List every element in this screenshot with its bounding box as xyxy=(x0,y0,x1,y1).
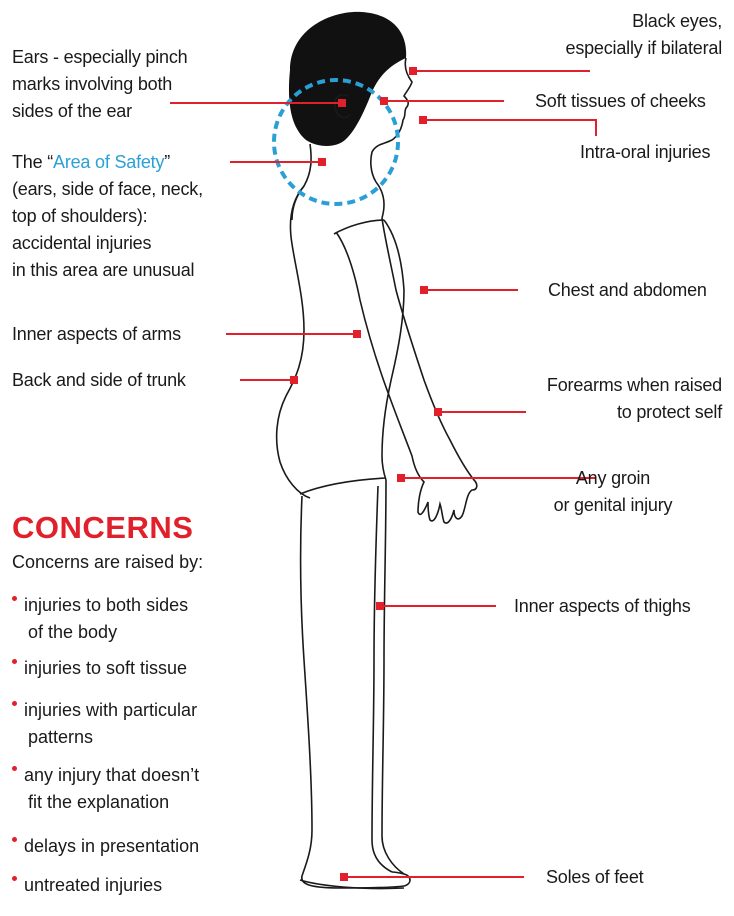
torso-front xyxy=(382,220,404,480)
label-forearms: Forearms when raised to protect self xyxy=(547,372,722,426)
label-soles: Soles of feet xyxy=(546,864,643,891)
area-of-safety-line-2: (ears, side of face, neck, xyxy=(12,176,203,203)
concern-item: injuries to both sides of the body xyxy=(12,592,188,646)
concerns-intro: Concerns are raised by: xyxy=(12,549,203,576)
concern-item-text: any injury that doesn’t xyxy=(24,765,199,785)
concerns-title: CONCERNS xyxy=(12,510,193,546)
label-thighs-line-1: Inner aspects of thighs xyxy=(514,593,691,620)
area-of-safety-suffix: ” xyxy=(164,152,170,172)
concern-item-text-cont: fit the explanation xyxy=(12,789,199,816)
hair xyxy=(289,12,406,146)
concern-item: any injury that doesn’t fit the explanat… xyxy=(12,762,199,816)
label-black-eyes-line-1: Black eyes, xyxy=(566,8,722,35)
back-leg xyxy=(301,496,340,888)
bullet-dot-icon xyxy=(12,701,17,706)
concern-item-text: delays in presentation xyxy=(24,836,199,856)
label-groin-line-1: Any groin xyxy=(530,465,696,492)
label-thighs: Inner aspects of thighs xyxy=(514,593,691,620)
marker-thighs xyxy=(376,602,384,610)
torso-back xyxy=(277,186,310,498)
area-of-safety-heading: The “Area of Safety” xyxy=(12,149,203,176)
bullet-dot-icon xyxy=(12,766,17,771)
label-intra-oral-line-1: Intra-oral injuries xyxy=(580,139,710,166)
label-back-trunk-line-1: Back and side of trunk xyxy=(12,367,186,394)
concern-item: untreated injuries xyxy=(12,872,162,899)
marker-chest xyxy=(420,286,428,294)
label-back-trunk: Back and side of trunk xyxy=(12,367,186,394)
label-groin: Any groin or genital injury xyxy=(530,465,696,519)
marker-inner-arms xyxy=(353,330,361,338)
bullet-dot-icon xyxy=(12,659,17,664)
foot xyxy=(340,872,410,888)
label-ears-line-3: sides of the ear xyxy=(12,98,187,125)
marker-intra-oral xyxy=(419,116,427,124)
concern-item-text-cont: of the body xyxy=(12,619,188,646)
label-ears: Ears - especially pinch marks involving … xyxy=(12,44,187,125)
concern-item: injuries with particular patterns xyxy=(12,697,197,751)
marker-groin xyxy=(397,474,405,482)
marker-soft-tissues xyxy=(380,97,388,105)
label-groin-line-2: or genital injury xyxy=(530,492,696,519)
bullet-dot-icon xyxy=(12,837,17,842)
pointer-intra-oral xyxy=(424,120,596,136)
marker-black-eyes xyxy=(409,67,417,75)
label-forearms-line-1: Forearms when raised xyxy=(547,372,722,399)
marker-area-of-safety xyxy=(318,158,326,166)
label-black-eyes: Black eyes, especially if bilateral xyxy=(566,8,722,62)
label-ears-line-2: marks involving both xyxy=(12,71,187,98)
label-area-of-safety: The “Area of Safety” (ears, side of face… xyxy=(12,149,203,284)
marker-back-trunk xyxy=(290,376,298,384)
label-inner-arms-line-1: Inner aspects of arms xyxy=(12,321,181,348)
concern-item-text: untreated injuries xyxy=(24,875,162,895)
area-of-safety-line-3: top of shoulders): xyxy=(12,203,203,230)
label-soles-line-1: Soles of feet xyxy=(546,864,643,891)
area-of-safety-prefix: The “ xyxy=(12,152,53,172)
area-of-safety-line-5: in this area are unusual xyxy=(12,257,203,284)
marker-ears xyxy=(338,99,346,107)
concern-item-text: injuries to soft tissue xyxy=(24,658,187,678)
bullet-dot-icon xyxy=(12,876,17,881)
area-of-safety-highlight: Area of Safety xyxy=(53,152,164,172)
arm-outline xyxy=(336,182,477,523)
concern-item: delays in presentation xyxy=(12,833,199,860)
label-soft-tissues-line-1: Soft tissues of cheeks xyxy=(535,88,706,115)
sleeve-edge xyxy=(334,220,384,234)
label-chest-line-1: Chest and abdomen xyxy=(548,277,707,304)
concern-item-text: injuries with particular xyxy=(24,700,197,720)
neck-back xyxy=(292,144,311,220)
bullet-dot-icon xyxy=(12,596,17,601)
marker-forearms xyxy=(434,408,442,416)
label-soft-tissues: Soft tissues of cheeks xyxy=(535,88,706,115)
area-of-safety-line-4: accidental injuries xyxy=(12,230,203,257)
label-ears-line-1: Ears - especially pinch xyxy=(12,44,187,71)
label-forearms-line-2: to protect self xyxy=(547,399,722,426)
label-chest: Chest and abdomen xyxy=(548,277,707,304)
concern-item: injuries to soft tissue xyxy=(12,655,187,682)
shorts-hem xyxy=(300,478,386,494)
marker-soles xyxy=(340,873,348,881)
concern-item-text-cont: patterns xyxy=(12,724,197,751)
label-black-eyes-line-2: especially if bilateral xyxy=(566,35,722,62)
label-inner-arms: Inner aspects of arms xyxy=(12,321,181,348)
front-leg xyxy=(382,480,404,874)
concern-item-text: injuries to both sides xyxy=(24,595,188,615)
label-intra-oral: Intra-oral injuries xyxy=(580,139,710,166)
